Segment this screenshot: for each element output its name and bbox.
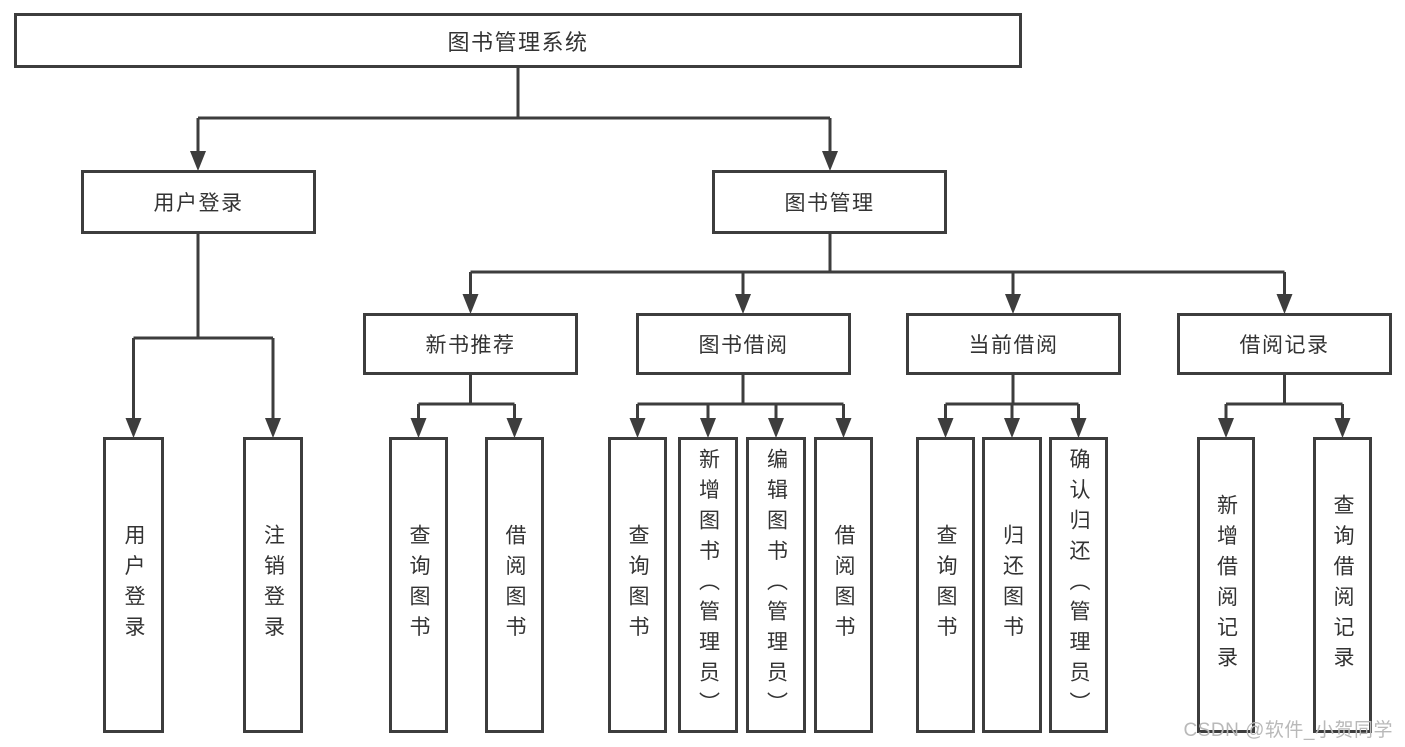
leaf-recommend-borrow-book-label: 借阅图书 (503, 524, 526, 646)
leaf-logout-label: 注销登录 (261, 524, 285, 646)
node-user-login: 用户登录 (81, 170, 316, 234)
leaf-query-borrow-record: 查询借阅记录 (1313, 437, 1372, 733)
node-root: 图书管理系统 (14, 13, 1022, 68)
node-current-borrow: 当前借阅 (906, 313, 1121, 375)
leaf-current-query-book: 查询图书 (916, 437, 975, 733)
leaf-return-book: 归还图书 (982, 437, 1042, 733)
leaf-current-query-book-label: 查询图书 (934, 524, 957, 646)
node-book-management-label: 图书管理 (784, 192, 875, 215)
leaf-confirm-return-admin: 确认归还（管理员） (1049, 437, 1108, 733)
leaf-add-borrow-record-label: 新增借阅记录 (1214, 493, 1238, 677)
node-user-login-label: 用户登录 (153, 192, 244, 215)
leaf-logout: 注销登录 (243, 437, 303, 733)
leaf-user-login: 用户登录 (103, 437, 164, 733)
leaf-add-book-admin: 新增图书（管理员） (678, 437, 738, 733)
leaf-query-borrow-record-label: 查询借阅记录 (1331, 493, 1354, 677)
leaf-add-borrow-record: 新增借阅记录 (1197, 437, 1255, 733)
node-new-book-recommend: 新书推荐 (363, 313, 578, 375)
node-root-label: 图书管理系统 (447, 29, 589, 55)
leaf-borrow-book-label: 借阅图书 (832, 524, 855, 646)
leaf-recommend-query-book-label: 查询图书 (407, 524, 430, 646)
leaf-recommend-query-book: 查询图书 (389, 437, 448, 733)
leaf-borrow-book: 借阅图书 (814, 437, 873, 733)
node-borrow-records-label: 借阅记录 (1239, 334, 1330, 357)
node-book-borrow: 图书借阅 (636, 313, 851, 375)
leaf-borrow-query-book-label: 查询图书 (626, 524, 649, 646)
leaf-recommend-borrow-book: 借阅图书 (485, 437, 544, 733)
leaf-confirm-return-admin-label: 确认归还（管理员） (1067, 447, 1090, 723)
leaf-add-book-admin-label: 新增图书（管理员） (696, 447, 720, 723)
node-book-management: 图书管理 (712, 170, 947, 234)
leaf-edit-book-admin: 编辑图书（管理员） (746, 437, 806, 733)
node-current-borrow-label: 当前借阅 (968, 334, 1059, 357)
leaf-edit-book-admin-label: 编辑图书（管理员） (764, 447, 788, 723)
leaf-borrow-query-book: 查询图书 (608, 437, 667, 733)
leaf-user-login-label: 用户登录 (122, 524, 145, 646)
node-new-book-recommend-label: 新书推荐 (425, 334, 516, 357)
node-borrow-records: 借阅记录 (1177, 313, 1392, 375)
csdn-watermark: CSDN @软件_小贺同学 (1183, 720, 1393, 741)
node-book-borrow-label: 图书借阅 (698, 334, 789, 357)
leaf-return-book-label: 归还图书 (1000, 524, 1024, 646)
